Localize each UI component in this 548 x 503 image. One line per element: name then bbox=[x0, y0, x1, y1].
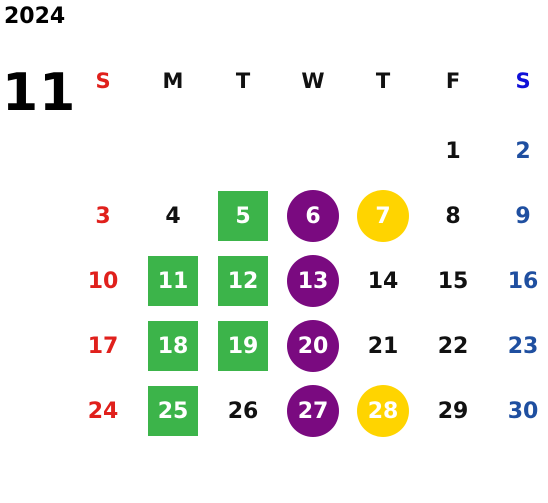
day-number: 15 bbox=[437, 268, 469, 294]
day-number: 2 bbox=[515, 138, 531, 164]
calendar-day[interactable]: 30 bbox=[497, 385, 548, 437]
weekday-header: W bbox=[301, 69, 325, 93]
calendar-day[interactable]: 25 bbox=[147, 385, 199, 437]
calendar-day[interactable]: 17 bbox=[77, 320, 129, 372]
weekday-header: S bbox=[515, 69, 531, 93]
day-number: 18 bbox=[157, 333, 189, 359]
day-number: 3 bbox=[95, 203, 111, 229]
day-number: 20 bbox=[297, 333, 329, 359]
day-number: 12 bbox=[227, 268, 259, 294]
day-number: 5 bbox=[235, 203, 251, 229]
day-number: 17 bbox=[87, 333, 119, 359]
calendar-day[interactable]: 16 bbox=[497, 255, 548, 307]
day-number: 10 bbox=[87, 268, 119, 294]
weekday-header: M bbox=[162, 69, 184, 93]
calendar-day[interactable]: 8 bbox=[427, 190, 479, 242]
calendar-day[interactable]: 12 bbox=[217, 255, 269, 307]
day-number: 19 bbox=[227, 333, 259, 359]
day-number: 25 bbox=[157, 398, 189, 424]
day-number: 13 bbox=[297, 268, 329, 294]
day-number: 8 bbox=[445, 203, 461, 229]
weekday-header: T bbox=[235, 69, 251, 93]
calendar-day[interactable]: 15 bbox=[427, 255, 479, 307]
calendar-day[interactable]: 24 bbox=[77, 385, 129, 437]
calendar-day[interactable]: 26 bbox=[217, 385, 269, 437]
day-number: 28 bbox=[367, 398, 399, 424]
calendar-day[interactable]: 19 bbox=[217, 320, 269, 372]
day-number: 24 bbox=[87, 398, 119, 424]
day-number: 23 bbox=[507, 333, 539, 359]
calendar-day[interactable]: 18 bbox=[147, 320, 199, 372]
calendar-day[interactable]: 22 bbox=[427, 320, 479, 372]
weekday-header: T bbox=[375, 69, 391, 93]
day-number: 1 bbox=[445, 138, 461, 164]
calendar-day[interactable]: 28 bbox=[357, 385, 409, 437]
calendar-day[interactable]: 21 bbox=[357, 320, 409, 372]
calendar-day[interactable]: 4 bbox=[147, 190, 199, 242]
calendar-day[interactable]: 3 bbox=[77, 190, 129, 242]
calendar-day[interactable]: 7 bbox=[357, 190, 409, 242]
weekday-header: F bbox=[445, 69, 461, 93]
calendar-day[interactable]: 27 bbox=[287, 385, 339, 437]
day-number: 4 bbox=[165, 203, 181, 229]
calendar-day[interactable]: 1 bbox=[427, 125, 479, 177]
day-number: 16 bbox=[507, 268, 539, 294]
day-number: 26 bbox=[227, 398, 259, 424]
day-number: 22 bbox=[437, 333, 469, 359]
calendar-day[interactable]: 2 bbox=[497, 125, 548, 177]
day-number: 30 bbox=[507, 398, 539, 424]
day-number: 27 bbox=[297, 398, 329, 424]
day-number: 7 bbox=[375, 203, 391, 229]
calendar-day[interactable]: 13 bbox=[287, 255, 339, 307]
calendar-day[interactable]: 29 bbox=[427, 385, 479, 437]
calendar-day[interactable]: 23 bbox=[497, 320, 548, 372]
year-label: 2024 bbox=[4, 4, 66, 29]
day-number: 14 bbox=[367, 268, 399, 294]
day-number: 29 bbox=[437, 398, 469, 424]
weekday-header: S bbox=[95, 69, 111, 93]
month-label: 11 bbox=[2, 63, 77, 123]
calendar-day[interactable]: 5 bbox=[217, 190, 269, 242]
day-number: 6 bbox=[305, 203, 321, 229]
calendar-day[interactable]: 11 bbox=[147, 255, 199, 307]
calendar-day[interactable]: 10 bbox=[77, 255, 129, 307]
calendar-day[interactable]: 6 bbox=[287, 190, 339, 242]
day-number: 11 bbox=[157, 268, 189, 294]
calendar-day[interactable]: 14 bbox=[357, 255, 409, 307]
day-number: 9 bbox=[515, 203, 531, 229]
calendar-day[interactable]: 9 bbox=[497, 190, 548, 242]
calendar-day[interactable]: 20 bbox=[287, 320, 339, 372]
day-number: 21 bbox=[367, 333, 399, 359]
